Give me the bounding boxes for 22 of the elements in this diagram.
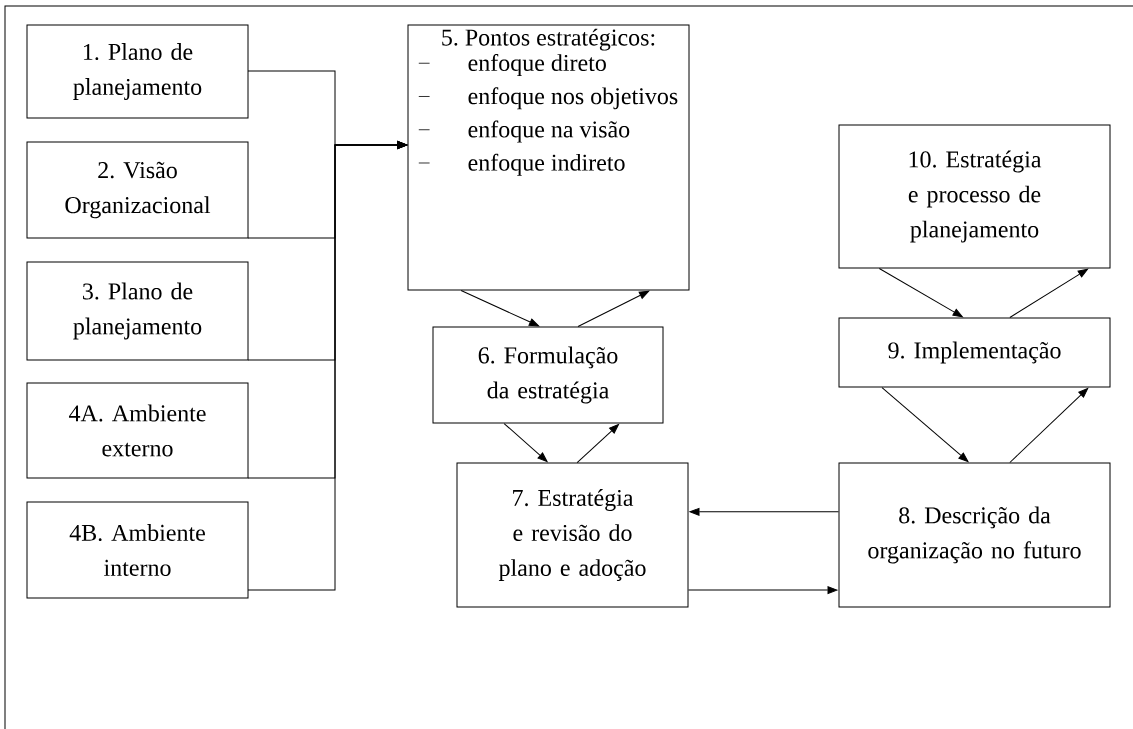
process-box: 4B. Ambiente interno (26, 501, 249, 599)
process-box: 6. Formulação da estratégia (432, 326, 664, 424)
process-box: 3. Plano de planejamento (26, 261, 249, 361)
process-box: 2. Visão Organizacional (26, 141, 249, 239)
process-box: 9. Implementação (838, 317, 1111, 388)
arrow (878, 268, 963, 318)
arrow (688, 586, 838, 594)
arrow (689, 507, 839, 516)
arrow (503, 423, 548, 463)
arrow (576, 424, 620, 463)
arrow (881, 387, 969, 463)
process-box: 1. Plano de planejamento (26, 24, 249, 119)
process-box: 4A. Ambiente externo (26, 382, 249, 479)
arrow (460, 290, 540, 327)
process-box: 10. Estratégia e processo de planejamento (838, 124, 1111, 269)
arrow (1009, 388, 1089, 463)
process-box: 7. Estratégia e revisão do plano e adoção (456, 462, 689, 608)
process-box: 8. Descrição da organização no futuro (838, 462, 1111, 608)
process-box: 5. Pontos estratégicos: enfoque direto enfoque nos objetivos enfoque na visão enfoque indireto (407, 24, 690, 291)
arrow (247, 141, 408, 591)
arrow (577, 290, 650, 327)
arrow (1009, 268, 1088, 318)
